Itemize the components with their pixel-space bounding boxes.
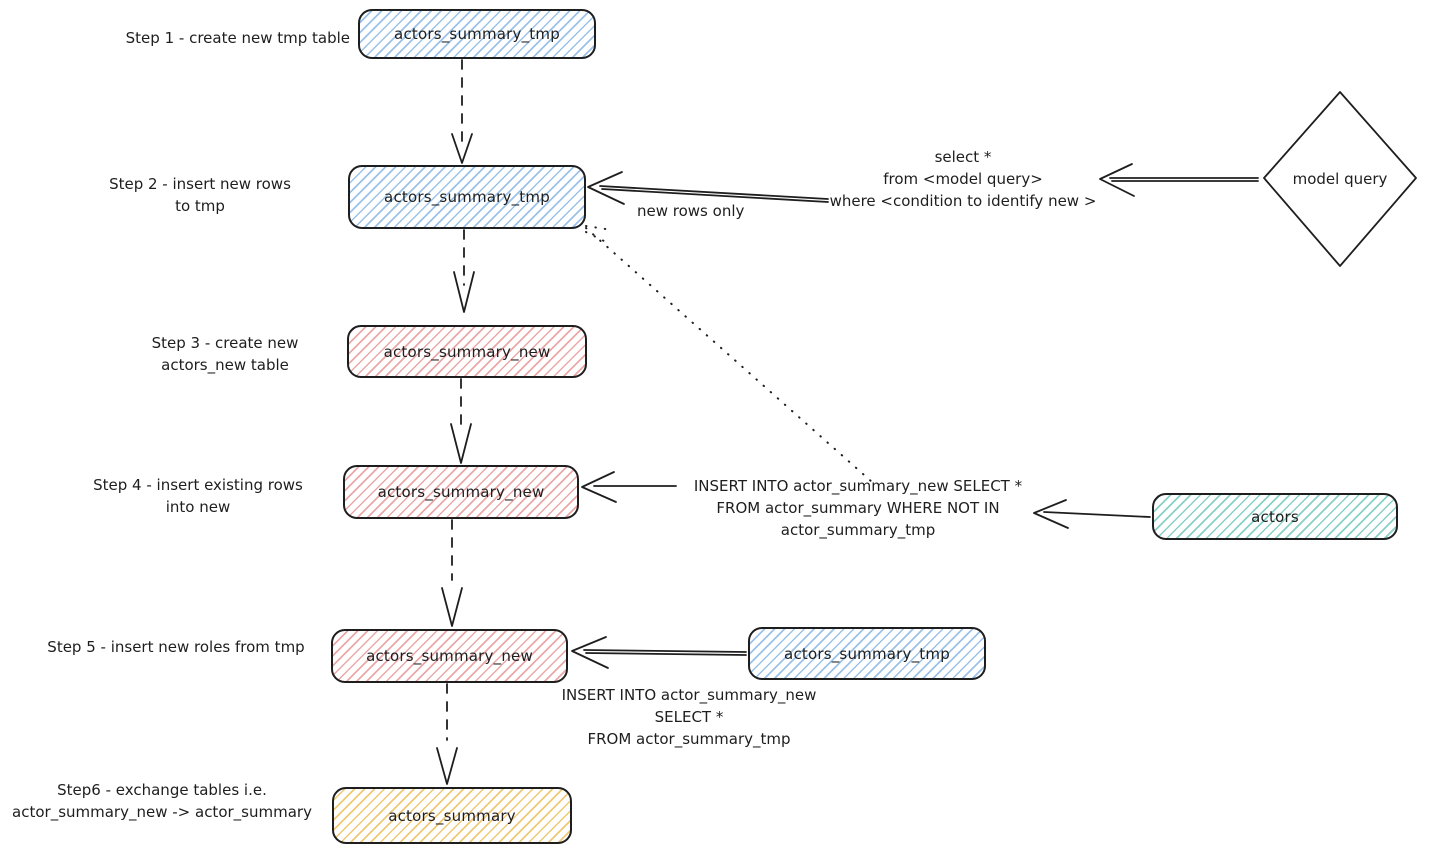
edge-step3-to-step4 bbox=[450, 378, 472, 464]
edge-step4-sql-to-step4-node bbox=[581, 471, 677, 503]
edge-modelquery-to-sql bbox=[1099, 163, 1259, 197]
edge-step4-to-step5 bbox=[441, 519, 463, 627]
step-label-step3: Step 3 - create new actors_new table bbox=[151, 334, 299, 374]
step-label-step2: Step 2 - insert new rows to tmp bbox=[109, 175, 291, 215]
step-label-step4: Step 4 - insert existing rows into new bbox=[93, 476, 303, 516]
node-label: actors bbox=[1251, 507, 1299, 526]
node-label: actors_summary_new bbox=[377, 483, 545, 501]
edge-step2-dotted-to-step4-sql bbox=[585, 225, 873, 483]
node-label: actors_summary_tmp bbox=[384, 188, 550, 206]
edge-step2-to-step3 bbox=[453, 229, 475, 313]
node-actors-summary-new-step3[interactable]: actors_summary_new bbox=[347, 325, 587, 378]
step-label-step6: Step6 - exchange tables i.e. actor_summa… bbox=[12, 781, 312, 821]
annotation-new-rows-only: new rows only bbox=[637, 202, 745, 220]
node-label: actors_summary_new bbox=[366, 647, 533, 665]
node-actors-summary-tmp-step1[interactable]: actors_summary_tmp bbox=[358, 9, 596, 59]
node-actors-summary-new-step5[interactable]: actors_summary_new bbox=[331, 629, 568, 683]
node-label: actors_summary_tmp bbox=[784, 644, 950, 663]
annotation-insert-from-tmp-sql: INSERT INTO actor_summary_new SELECT * F… bbox=[561, 686, 817, 748]
node-model-query[interactable]: model query bbox=[1258, 88, 1422, 270]
edge-step1-to-step2 bbox=[451, 59, 473, 164]
node-actors-summary-step6[interactable]: actors_summary bbox=[332, 787, 572, 844]
edge-actors-to-step4-sql bbox=[1033, 499, 1151, 529]
edge-sql-to-step2 bbox=[587, 171, 829, 205]
node-actors-summary-new-step4[interactable]: actors_summary_new bbox=[343, 465, 579, 519]
step-label-step5: Step 5 - insert new roles from tmp bbox=[47, 638, 305, 656]
node-label: model query bbox=[1292, 170, 1388, 188]
node-actors-summary-tmp-right[interactable]: actors_summary_tmp bbox=[748, 627, 986, 680]
annotation-model-query-sql: select * from <model query> where <condi… bbox=[829, 148, 1097, 210]
node-actors-summary-tmp-step2[interactable]: actors_summary_tmp bbox=[348, 165, 586, 229]
node-label: actors_summary_tmp bbox=[394, 25, 560, 43]
node-label: actors_summary bbox=[388, 806, 516, 825]
step-label-step1: Step 1 - create new tmp table bbox=[125, 29, 350, 47]
node-label: actors_summary_new bbox=[383, 342, 551, 361]
diamond-shape bbox=[1263, 91, 1417, 267]
annotation-insert-existing-sql: INSERT INTO actor_summary_new SELECT * F… bbox=[693, 477, 1023, 539]
edge-step5-to-step6 bbox=[436, 683, 458, 785]
node-actors[interactable]: actors bbox=[1152, 493, 1398, 540]
edge-tmp-to-step5 bbox=[571, 636, 747, 669]
